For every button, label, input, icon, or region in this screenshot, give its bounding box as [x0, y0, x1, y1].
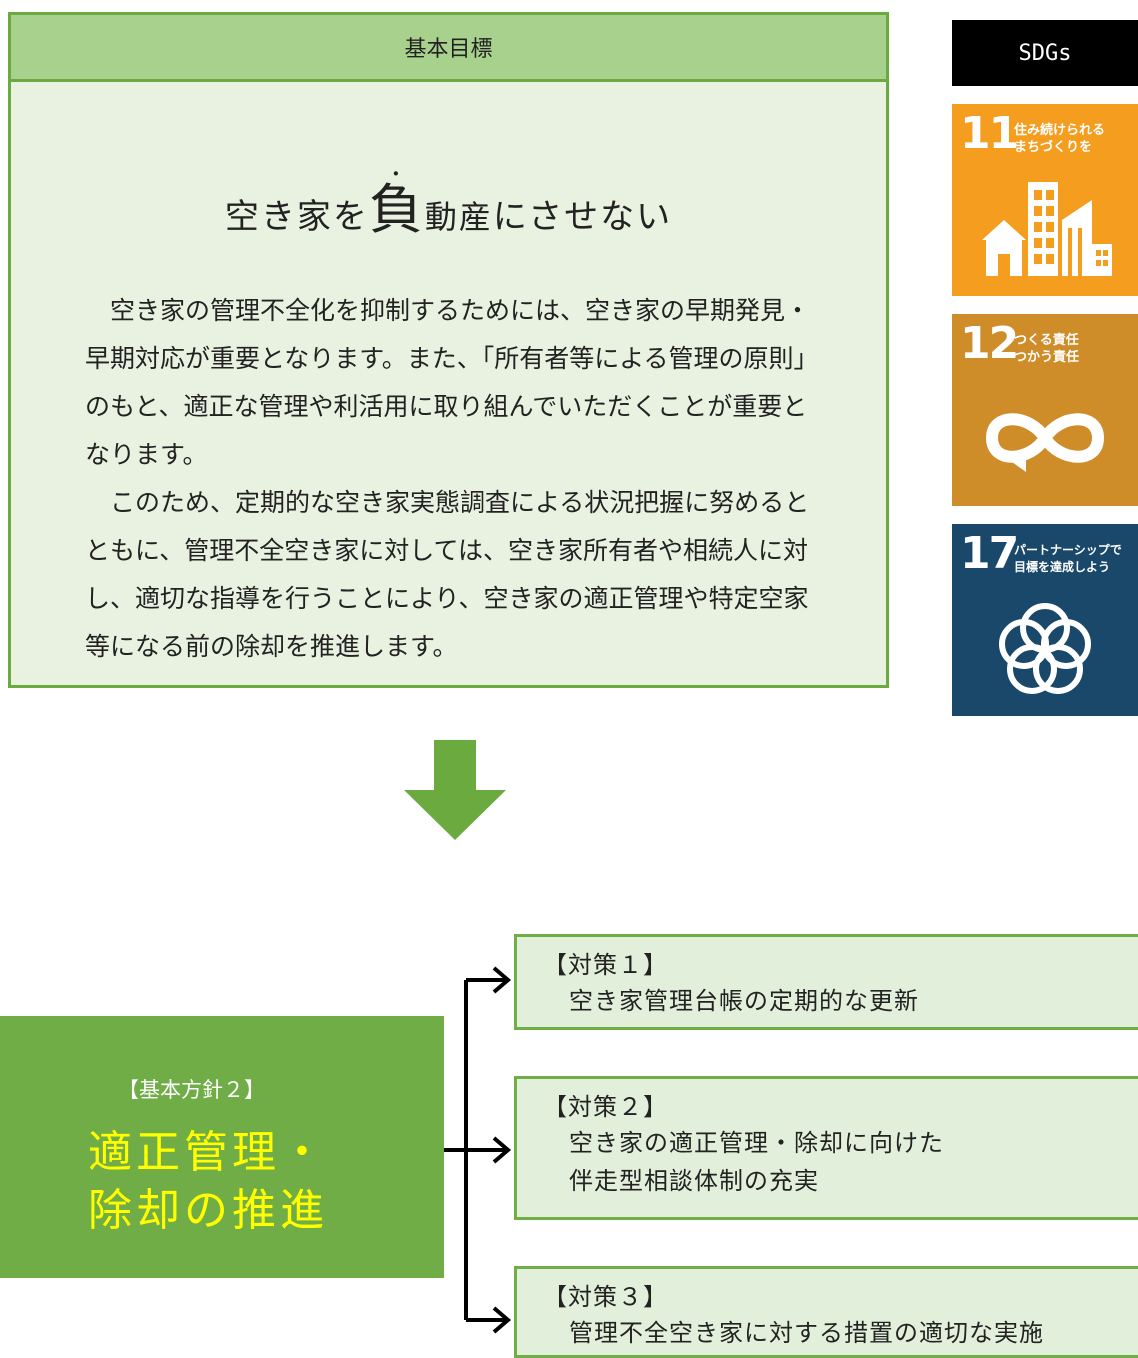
emphasis-dot: ・ — [385, 162, 408, 186]
measure-2-box: 【対策２】 空き家の適正管理・除却に向けた 伴走型相談体制の充実 — [514, 1076, 1138, 1220]
arrowhead-icon — [492, 966, 512, 994]
goal-paragraph-1: 空き家の管理不全化を抑制するためには、空き家の早期発見・早期対応が重要となります… — [85, 296, 819, 469]
arrowhead-icon — [492, 1306, 512, 1334]
measure-label: 【対策１】 — [543, 951, 668, 979]
measure-1-box: 【対策１】 空き家管理台帳の定期的な更新 — [514, 934, 1138, 1030]
policy-title-line2: 除却の推進 — [88, 1185, 328, 1236]
sdg-text: 住み続けられる まちづくりを — [1014, 122, 1105, 156]
sdg-text-line1: パートナーシップで — [1014, 543, 1122, 557]
sdg-text-line2: まちづくりを — [1014, 140, 1093, 155]
sdgs-header: SDGs — [952, 20, 1138, 86]
city-buildings-icon — [982, 182, 1112, 276]
sdg-number: 11 — [960, 108, 1019, 159]
basic-goal-header: 基本目標 — [11, 15, 886, 82]
sdg-goal-12: 12 つくる責任 つかう責任 — [952, 314, 1138, 506]
goal-paragraph-2: このため、定期的な空き家実態調査による状況把握に努めるとともに、管理不全空き家に… — [85, 488, 810, 661]
measure-label: 【対策２】 — [543, 1093, 668, 1121]
sdg-text: パートナーシップで 目標を達成しよう — [1014, 542, 1122, 576]
sdg-text: つくる責任 つかう責任 — [1014, 332, 1079, 366]
goal-title-part2: 動産 — [424, 198, 493, 236]
sdg-text-line1: 住み続けられる — [1014, 123, 1106, 138]
policy-title-line1: 適正管理・ — [88, 1127, 328, 1178]
measure-text-line1: 空き家の適正管理・除却に向けた — [569, 1129, 944, 1157]
sdg-goal-11: 11 住み続けられる まちづくりを — [952, 104, 1138, 296]
goal-title-part3: にさせない — [492, 197, 673, 237]
sdg-goal-17: 17 パートナーシップで 目標を達成しよう — [952, 524, 1138, 716]
measure-text-line1: 管理不全空き家に対する措置の適切な実施 — [569, 1319, 1044, 1347]
basic-goal-title: 空き家を・負動産にさせない — [11, 164, 886, 244]
basic-policy-box: 【基本方針２】 適正管理・ 除却の推進 — [0, 1016, 444, 1278]
basic-goal-description: 空き家の管理不全化を抑制するためには、空き家の早期発見・早期対応が重要となります… — [85, 287, 825, 671]
infinity-loop-icon — [985, 413, 1105, 472]
measure-text-line1: 空き家管理台帳の定期的な更新 — [569, 987, 919, 1015]
sdg-text-line1: つくる責任 — [1014, 333, 1079, 348]
goal-title-part1: 空き家を — [224, 197, 369, 237]
policy-title: 適正管理・ 除却の推進 — [88, 1124, 328, 1240]
sdg-text-line2: つかう責任 — [1014, 350, 1080, 365]
measure-3-box: 【対策３】 管理不全空き家に対する措置の適切な実施 — [514, 1266, 1138, 1358]
sdg-number: 12 — [960, 318, 1019, 369]
interlocking-rings-icon — [999, 603, 1091, 694]
goal-title-emphasis-char: 負 — [368, 178, 425, 241]
measure-label: 【対策３】 — [543, 1283, 668, 1311]
sdg-number: 17 — [960, 528, 1019, 579]
sdg-text-line2: 目標を達成しよう — [1014, 560, 1111, 574]
arrowhead-icon — [492, 1136, 512, 1164]
goal-title-emphasis: ・負 — [368, 164, 425, 241]
basic-goal-box: 基本目標 空き家を・負動産にさせない 空き家の管理不全化を抑制するためには、空き… — [8, 12, 889, 688]
measure-text-line2: 伴走型相談体制の充実 — [569, 1167, 819, 1195]
policy-label: 【基本方針２】 — [118, 1078, 265, 1102]
down-arrow-icon — [404, 740, 506, 840]
